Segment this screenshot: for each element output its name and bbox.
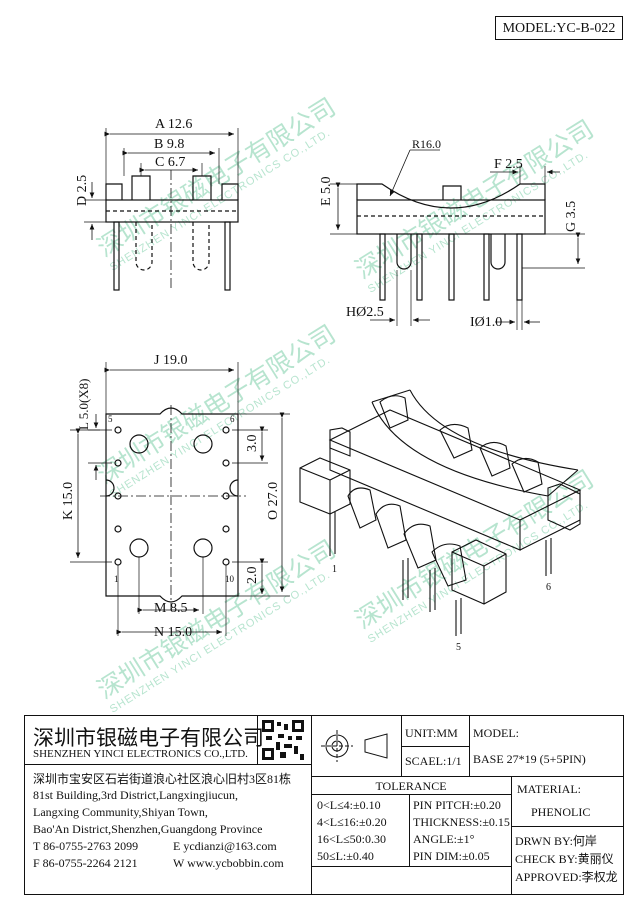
- approved-by: APPROVED:李权龙: [515, 870, 618, 884]
- pin-label-10: 10: [225, 574, 235, 584]
- qr-code: [262, 720, 304, 760]
- tolerance-title: TOLERANCE: [375, 779, 447, 793]
- website: W www.ycbobbin.com: [173, 856, 284, 870]
- dim-p: 3.0: [245, 435, 260, 453]
- address-en-3: Bao'An District,Shenzhen,Guangdong Provi…: [33, 822, 263, 836]
- dim-l: L 5.0(X8): [76, 378, 91, 430]
- projection-symbol: [315, 724, 397, 770]
- bottom-view: [70, 362, 290, 636]
- tolerance-pin-dim: PIN DIM:±0.05: [413, 849, 490, 863]
- address-en-2: Langxing Community,Shiyan Town,: [33, 805, 208, 819]
- address-en-1: 81st Building,3rd District,Langxingjiucu…: [33, 788, 238, 802]
- company-name-en: SHENZHEN YINCI ELECTRONICS CO.,LTD.: [33, 748, 248, 760]
- dim-h: HØ2.5: [346, 305, 384, 320]
- tolerance-row-2: 4<L≤16:±0.20: [317, 815, 387, 829]
- title-block: 深圳市银磁电子有限公司 SHENZHEN YINCI ELECTRONICS C…: [24, 715, 624, 895]
- pin-label-1: 1: [114, 574, 119, 584]
- isometric-view: [299, 389, 582, 636]
- unit: UNIT:MM: [405, 726, 458, 740]
- technical-drawing: A 12.6 B 9.8 C 6.7 D 2.5 E 5.0 R16.0 F 2…: [61, 117, 585, 653]
- material-value: PHENOLIC: [531, 805, 591, 819]
- address-cn: 深圳市宝安区石岩街道浪心社区浪心旧村3区81栋: [33, 772, 292, 786]
- model-label: MODEL:YC-B-022: [495, 16, 623, 40]
- dim-r: R16.0: [412, 137, 441, 151]
- dim-n: N 15.0: [154, 625, 192, 640]
- dim-a: A 12.6: [155, 117, 192, 132]
- dim-f: F 2.5: [494, 157, 523, 172]
- check-by: CHECK BY:黄丽仪: [515, 852, 614, 866]
- pin-label-5: 5: [108, 414, 113, 424]
- pin-label-6: 6: [230, 414, 235, 424]
- iso-pin-label-1: 1: [332, 564, 337, 575]
- tolerance-thickness: THICKNESS:±0.15: [413, 815, 510, 829]
- model-field-value: BASE 27*19 (5+5PIN): [473, 752, 586, 766]
- tolerance-row-1: 0<L≤4:±0.10: [317, 798, 381, 812]
- iso-pin-label-6: 6: [546, 582, 551, 593]
- scale: SCAEL:1/1: [405, 754, 462, 768]
- drawn-by: DRWN BY:何岸: [515, 834, 597, 848]
- dim-i: IØ1.0: [470, 315, 502, 330]
- model-field-label: MODEL:: [473, 726, 519, 740]
- company-name-cn: 深圳市银磁电子有限公司: [33, 726, 264, 750]
- dim-e: E 5.0: [319, 176, 334, 206]
- tolerance-pin-pitch: PIN PITCH:±0.20: [413, 798, 501, 812]
- side-view: [330, 149, 585, 330]
- dim-q: 2.0: [245, 567, 260, 585]
- material-label: MATERIAL:: [517, 782, 581, 796]
- tolerance-row-4: 50≤L:±0.40: [317, 849, 374, 863]
- tolerance-row-3: 16<L≤50:0.30: [317, 832, 387, 846]
- dim-d: D 2.5: [75, 175, 90, 206]
- iso-pin-label-5: 5: [456, 642, 461, 653]
- front-view: [84, 128, 239, 291]
- dim-o: O 27.0: [266, 482, 281, 520]
- dim-c: C 6.7: [155, 155, 185, 170]
- dim-b: B 9.8: [154, 137, 184, 152]
- dim-m: M 8.5: [154, 601, 187, 616]
- tolerance-angle: ANGLE:±1°: [413, 832, 475, 846]
- dim-k: K 15.0: [61, 482, 76, 520]
- email: E ycdianzi@163.com: [173, 839, 277, 853]
- telephone: T 86-0755-2763 2099: [33, 839, 139, 853]
- fax: F 86-0755-2264 2121: [33, 856, 138, 870]
- dim-g: G 3.5: [564, 201, 579, 232]
- dim-j: J 19.0: [154, 353, 187, 368]
